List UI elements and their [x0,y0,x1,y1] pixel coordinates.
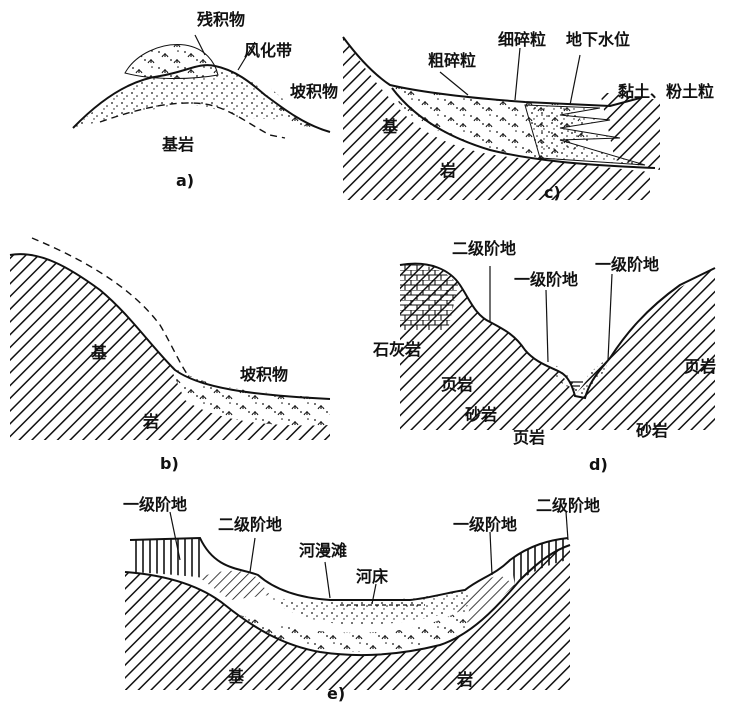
panel-b: 基 岩 坡积物 b) [10,238,330,473]
panel-c: 粗碎粒 细碎粒 地下水位 黏土、粉土粒 基 岩 c) [343,30,714,202]
panel-c-leader-water [570,55,580,105]
panel-b-label-rock: 岩 [142,412,159,431]
panel-a: 残积物 风化带 坡积物 基岩 a) [73,10,338,190]
panel-e-leader-second-left [250,538,255,572]
panel-c-caption: c) [544,183,561,202]
panel-e-second-terrace-left [130,538,205,578]
panel-a-label-slope: 坡积物 [290,82,338,101]
panel-c-label-water: 地下水位 [566,30,630,49]
panel-e-label-riverbed: 河床 [356,567,389,586]
panel-b-label-slope: 坡积物 [240,365,288,384]
panel-c-label-fine: 细碎粒 [498,30,546,49]
panel-e-label-second-terrace-right: 二级阶地 [536,496,600,515]
panel-d-label-shale-right: 页岩 [684,357,716,376]
panel-a-label-residual: 残积物 [197,10,245,29]
panel-e-leader-floodplain [325,562,330,598]
panel-d-label-sandstone-left: 砂岩 [465,405,497,424]
panel-e-label-first-terrace-right: 一级阶地 [453,515,517,534]
panel-e-leader-first-right [490,532,492,575]
panel-c-label-base-top: 基 [381,117,399,136]
panel-b-caption: b) [160,454,179,473]
panel-d-caption: d) [589,455,608,474]
panel-d-leader-first-right [608,274,612,360]
panel-a-weathered-zone [75,70,300,127]
panel-a-label-weathered: 风化带 [244,41,292,60]
panel-e: 一级阶地 二级阶地 河漫滩 河床 一级阶地 二级阶地 基 岩 e) [123,495,600,702]
panel-e-caption: e) [327,684,345,702]
panel-e-label-rock: 岩 [456,670,473,689]
panel-c-leader-coarse [440,72,468,95]
panel-c-label-clay: 黏土、粉土粒 [618,82,714,101]
panel-d-label-sandstone-right: 砂岩 [636,421,668,440]
panel-a-caption: a) [176,171,194,190]
panel-c-label-base-bottom: 岩 [439,161,456,180]
panel-d-label-shale-bottom: 页岩 [513,428,545,447]
panel-d-leader-first-left [546,290,548,362]
panel-c-leader-fine [515,48,520,100]
panel-d-label-second-terrace: 二级阶地 [452,239,516,258]
panel-b-label-base: 基 [90,343,108,362]
panel-e-label-base: 基 [227,667,245,686]
panel-c-label-coarse: 粗碎粒 [428,51,476,70]
panel-d-label-shale-left: 页岩 [441,375,473,394]
panel-d-label-first-terrace-left: 一级阶地 [514,270,578,289]
panel-d-label-first-terrace-right: 一级阶地 [595,255,659,274]
panel-e-label-first-terrace-left: 一级阶地 [123,495,187,514]
panel-e-label-second-terrace-left: 二级阶地 [218,515,282,534]
panel-e-leader-second-right [566,512,568,540]
panel-d-label-limestone: 石灰岩 [372,340,421,359]
panel-a-label-bedrock: 基岩 [161,135,194,154]
panel-e-label-floodplain: 河漫滩 [299,541,347,560]
panel-d: 二级阶地 一级阶地 一级阶地 石灰岩 页岩 砂岩 页岩 页岩 砂岩 d) [372,239,716,474]
